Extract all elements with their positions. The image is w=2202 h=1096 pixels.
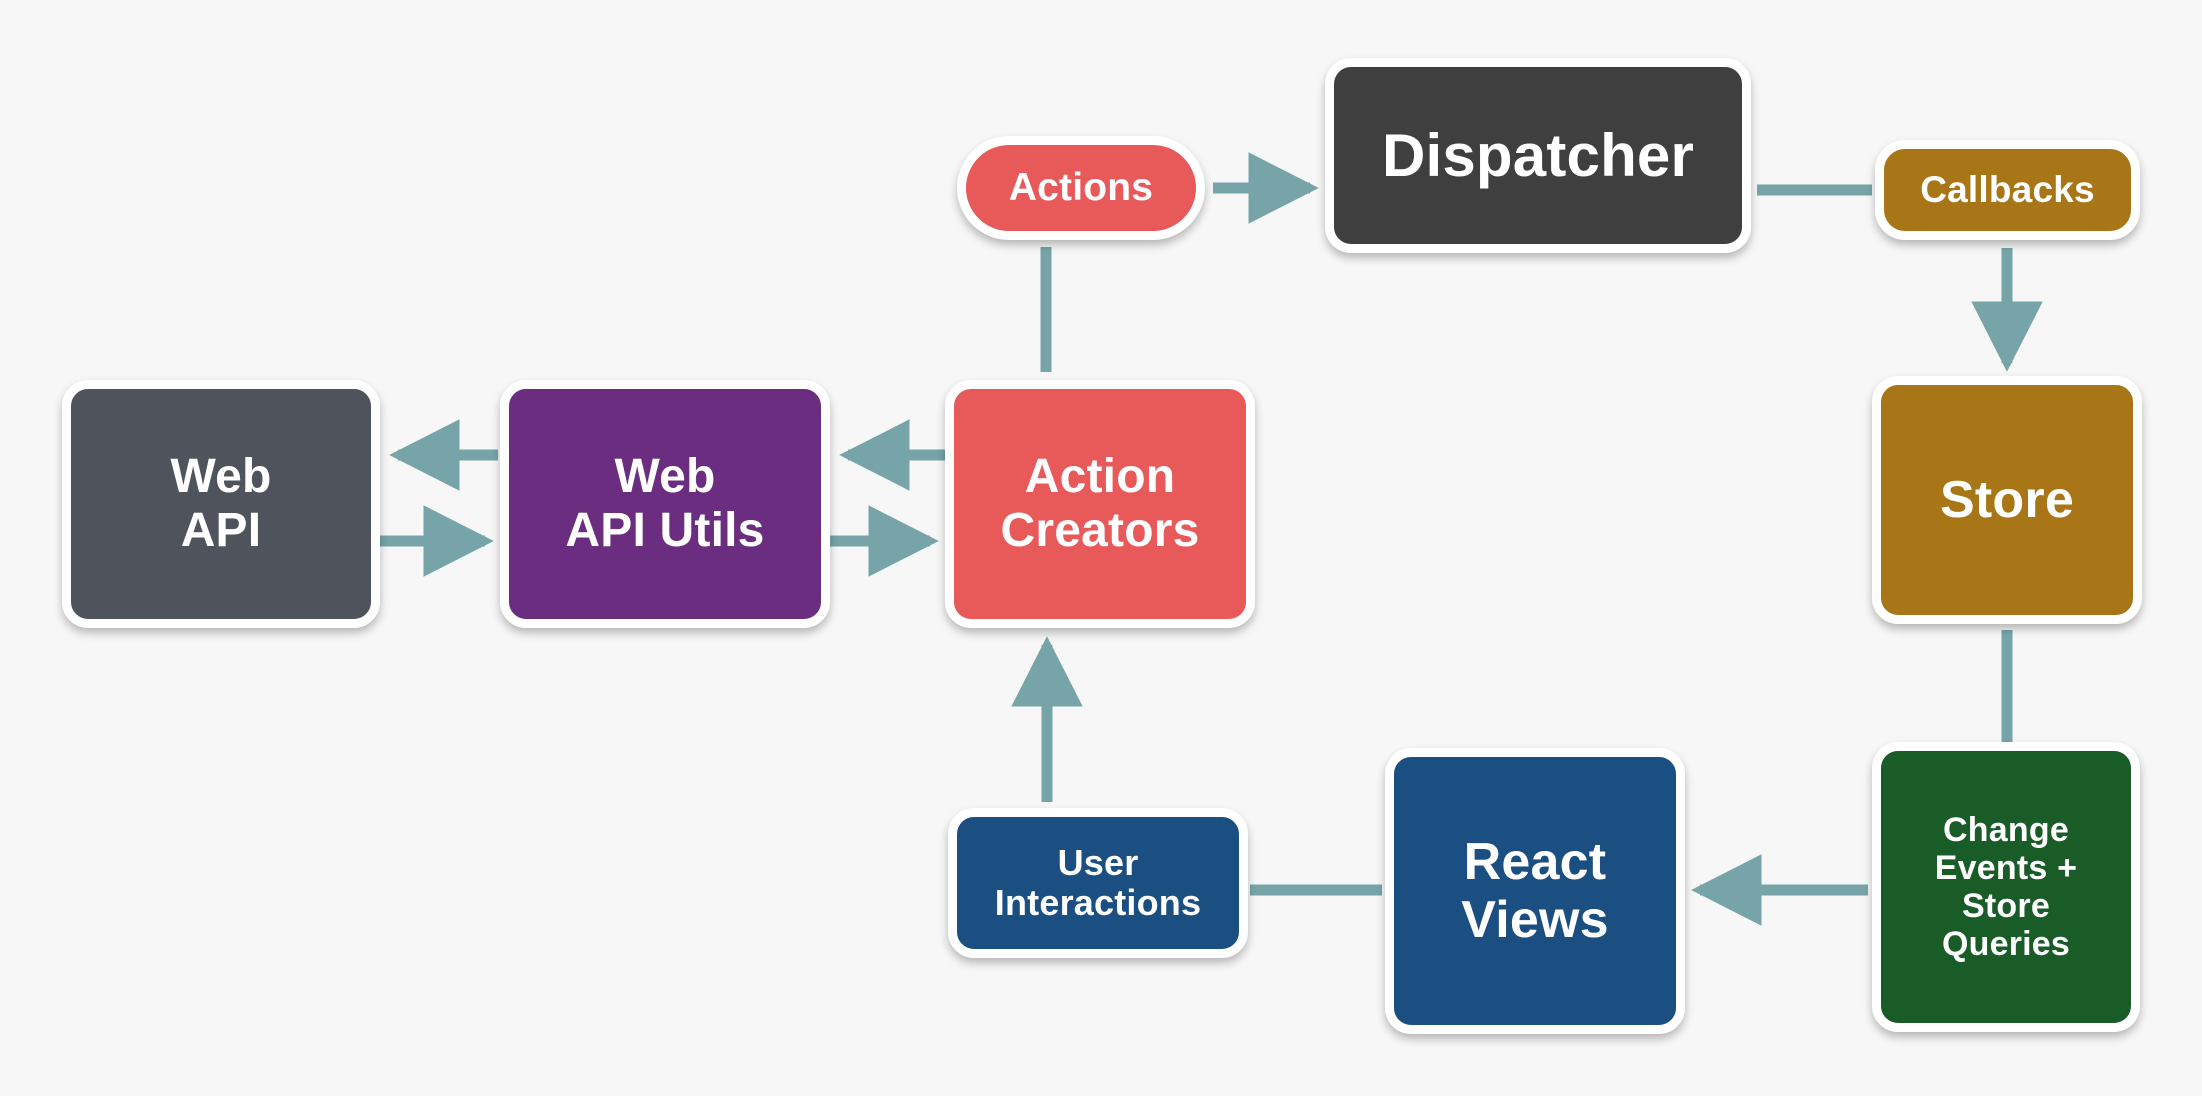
node-react-views[interactable]: React Views [1385,748,1685,1034]
node-callbacks-label: Callbacks [1920,169,2095,211]
node-callbacks[interactable]: Callbacks [1875,140,2140,240]
node-action-creators-label: Action Creators [1000,450,1200,557]
node-actions[interactable]: Actions [957,136,1205,240]
node-web-api-utils-label: Web API Utils [565,450,765,557]
node-actions-label: Actions [1008,166,1154,210]
node-action-creators[interactable]: Action Creators [945,380,1255,628]
node-user-interactions-label: User Interactions [994,841,1202,923]
node-web-api-utils[interactable]: Web API Utils [500,380,830,628]
node-change-events-store-queries[interactable]: Change Events + Store Queries [1872,742,2140,1032]
node-dispatcher-label: Dispatcher [1381,121,1695,189]
node-web-api-label: Web API [170,450,272,557]
node-react-views-label: React Views [1461,832,1609,949]
node-user-interactions[interactable]: User Interactions [948,808,1248,958]
node-dispatcher[interactable]: Dispatcher [1325,58,1751,253]
node-store[interactable]: Store [1872,376,2142,624]
node-web-api[interactable]: Web API [62,380,380,628]
node-store-label: Store [1940,470,2074,529]
node-change-events-label: Change Events + Store Queries [1934,810,2078,964]
